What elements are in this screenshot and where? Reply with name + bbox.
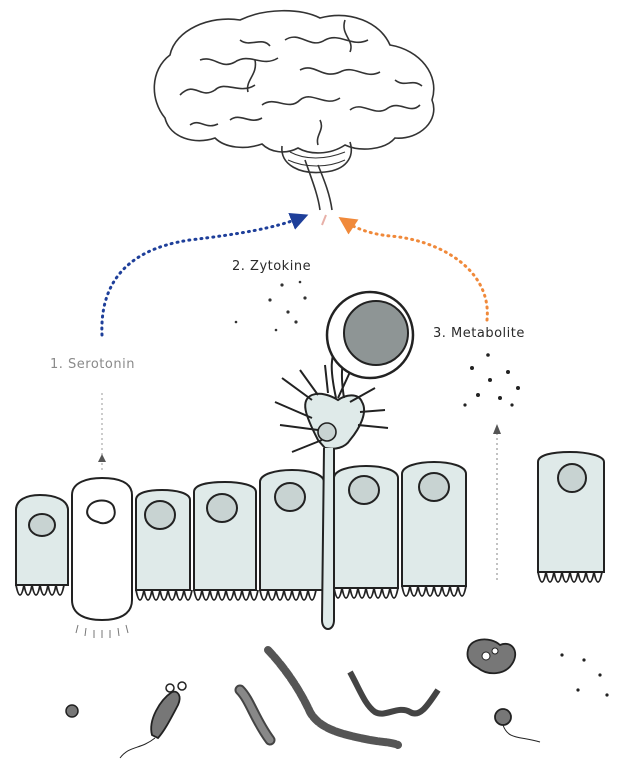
brain-icon [154,11,433,210]
epithelial-cell-3 [136,490,190,590]
serotonin-label: 1. Serotonin [50,357,135,372]
serotonin-arrow [102,218,300,335]
immune-cell-dendrite [322,448,334,629]
large-immune-cell-icon [327,292,413,378]
zytokine-label: 2. Zytokine [232,259,311,274]
cytokine-particles [235,281,307,332]
epithelial-cell-7 [402,462,466,586]
bacteria-icon [66,639,540,758]
epithelial-cell-4 [194,482,256,590]
serotonin-release-arrowhead [98,454,106,462]
epithelial-cell-6 [334,466,398,588]
metabolite-label: 3. Metabolite [433,326,525,341]
epithelial-cell-5 [260,470,324,590]
metabolite-release-arrowhead [493,424,501,434]
serotonin-cell-base [76,625,128,638]
epithelial-layer [16,448,604,638]
epithelial-cell-1 [16,495,68,585]
serotonin-cell [72,478,132,620]
cytokine-arrow [322,215,326,225]
epithelial-cell-8 [538,452,604,572]
